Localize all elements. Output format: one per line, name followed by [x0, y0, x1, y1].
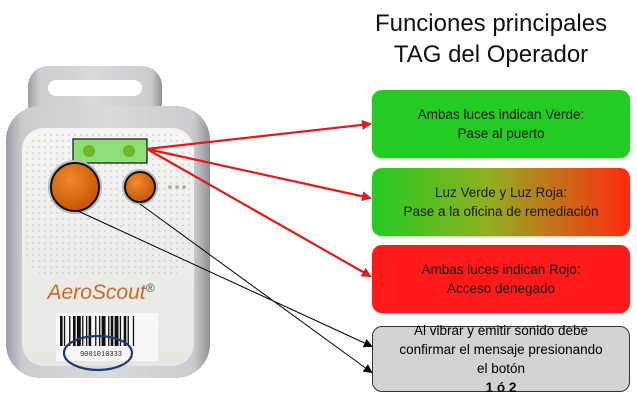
callout-text: Ambas luces indican Rojo:: [421, 262, 581, 277]
callout-text: el botón 1 ó 2: [477, 359, 525, 395]
barcode-bar: [69, 316, 71, 346]
barcode-bar: [110, 316, 114, 346]
callout-text-prefix: el botón: [476, 361, 526, 376]
barcode-bar: [63, 316, 66, 346]
callout-green-and-red: Luz Verde y Luz Roja: Pase a la oficina …: [372, 168, 630, 236]
barcode-bar: [82, 316, 84, 346]
button-1[interactable]: [50, 162, 100, 212]
title-line-1: Funciones principales: [374, 10, 608, 37]
title-line-2: TAG del Operador: [393, 41, 589, 68]
diagram-title: Funciones principales TAG del Operador: [350, 8, 632, 70]
led-left: [83, 145, 95, 157]
aeroscout-tag-device: AeroScout® 9001010333: [6, 66, 210, 378]
barcode-bar: [114, 316, 119, 346]
barcode-bar: [76, 316, 81, 346]
callout-text: Al vibrar y emitir sonido debe: [413, 323, 589, 338]
barcode-bar: [127, 316, 129, 346]
indicator-dot: [168, 185, 172, 189]
callout-text: Ambas luces indican Verde:: [417, 107, 585, 122]
barcode-bar: [108, 316, 110, 346]
barcode-bar: [88, 316, 92, 346]
indicator-dot: [182, 185, 186, 189]
callout-text: Luz Verde y Luz Roja:: [434, 185, 568, 200]
barcode-bar: [101, 316, 106, 346]
button-numbers: 1 ó 2: [485, 380, 517, 395]
button-2[interactable]: [124, 171, 156, 203]
hanger-slot: [48, 80, 142, 96]
barcode-number: 9001010333: [80, 351, 122, 359]
barcode-bar: [99, 316, 101, 346]
callout-text: Acceso denegado: [446, 281, 556, 296]
barcode-bar: [86, 316, 88, 346]
barcode-bar: [60, 316, 63, 346]
callout-both-green: Ambas luces indican Verde: Pase al puert…: [372, 90, 630, 158]
callout-text: Pase al puerto: [457, 126, 545, 141]
callout-text: confirmar el mensaje presionando: [399, 342, 603, 357]
brand-logo: AeroScout®: [46, 281, 155, 304]
barcode-bar: [95, 316, 97, 346]
callout-text: Pase a la oficina de remediación: [403, 204, 599, 219]
callout-vibrate-confirm: Al vibrar y emitir sonido debe confirmar…: [372, 323, 630, 395]
led-right: [123, 145, 135, 157]
barcode-bar: [73, 316, 76, 346]
callout-both-red: Ambas luces indican Rojo: Acceso denegad…: [372, 245, 630, 313]
barcode-bar: [132, 316, 135, 346]
indicator-dot: [175, 185, 179, 189]
